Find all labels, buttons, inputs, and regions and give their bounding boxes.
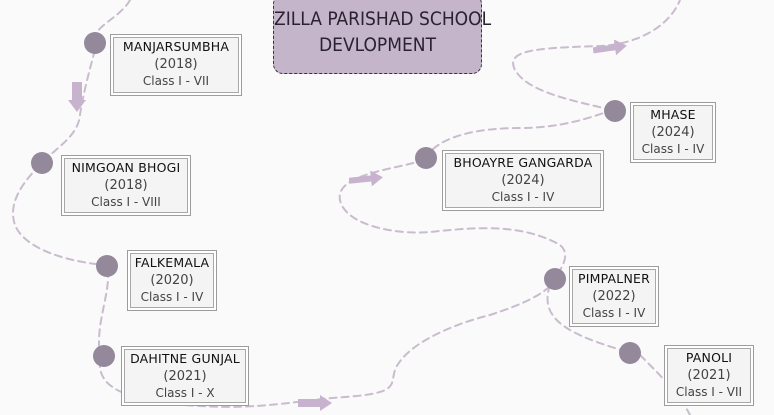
school-card-panoli: PANOLI (2021) Class I - VII — [664, 345, 754, 406]
school-name: DAHITNE GUNJAL — [130, 351, 240, 366]
node-dot-panoli — [619, 342, 641, 364]
title-line-1: ZILLA PARISHAD SCHOOL — [274, 8, 492, 30]
school-year: (2018) — [154, 57, 198, 72]
school-card-pimpalner: PIMPALNER (2022) Class I - IV — [569, 266, 659, 327]
school-name: PANOLI — [685, 350, 733, 365]
school-card-falkemala: FALKEMALA (2020) Class I - IV — [127, 250, 217, 311]
school-card-mhase: MHASE (2024) Class I - IV — [630, 102, 716, 163]
diagram-title: ZILLA PARISHAD SCHOOL DEVLOPMENT — [273, 0, 492, 74]
node-dot-mhase — [604, 100, 626, 122]
right-arrow-icon — [593, 40, 627, 56]
node-dot-nimgoan-bhogi — [31, 152, 53, 174]
school-classes: Class I - IV — [582, 306, 646, 320]
school-card-manjarsumbha: MANJARSUMBHA (2018) Class I - VII — [110, 34, 242, 96]
school-classes: Class I - IV — [641, 142, 705, 156]
node-dot-manjarsumbha — [84, 32, 106, 54]
school-card-dahitne-gunjal: DAHITNE GUNJAL (2021) Class I - X — [121, 346, 249, 406]
school-year: (2021) — [687, 368, 731, 383]
node-dot-bhoayre-gangarda — [415, 147, 437, 169]
school-name: MHASE — [650, 107, 696, 122]
school-name: FALKEMALA — [134, 255, 210, 270]
school-year: (2018) — [104, 178, 148, 193]
school-name: BHOAYRE GANGARDA — [453, 155, 593, 170]
school-classes: Class I - X — [155, 386, 215, 400]
school-classes: Class I - VII — [675, 385, 743, 399]
school-card-bhoayre-gangarda: BHOAYRE GANGARDA (2024) Class I - IV — [442, 150, 604, 211]
school-year: (2020) — [150, 273, 194, 288]
school-classes: Class I - VII — [142, 74, 210, 88]
node-dot-pimpalner — [544, 268, 566, 290]
school-classes: Class I - IV — [491, 190, 555, 204]
down-arrow-icon — [68, 82, 86, 112]
node-dot-falkemala — [96, 255, 118, 277]
right-arrow-icon — [349, 171, 383, 187]
right-arrow-icon — [298, 395, 332, 411]
school-name: PIMPALNER — [578, 271, 650, 286]
school-year: (2024) — [501, 173, 545, 188]
school-year: (2022) — [592, 289, 636, 304]
school-classes: Class I - VIII — [91, 195, 161, 209]
school-name: NIMGOAN BHOGI — [71, 160, 181, 175]
school-card-nimgoan-bhogi: NIMGOAN BHOGI (2018) Class I - VIII — [61, 155, 191, 216]
node-dot-dahitne-gunjal — [93, 345, 115, 367]
school-year: (2024) — [651, 125, 695, 140]
school-name: MANJARSUMBHA — [122, 39, 230, 54]
school-classes: Class I - IV — [140, 290, 204, 304]
school-year: (2021) — [163, 369, 207, 384]
title-line-2: DEVLOPMENT — [318, 34, 437, 56]
